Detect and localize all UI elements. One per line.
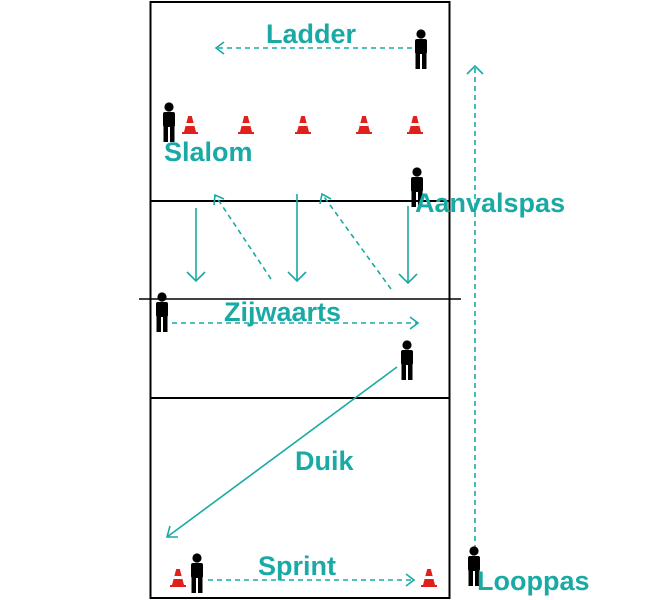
- zijwaarts-arrow: [172, 316, 420, 330]
- looppas-arrow: [466, 64, 484, 550]
- sprint-cone-start-icon: [170, 569, 186, 587]
- ladder-arrow: [214, 41, 412, 55]
- player-zijwaarts-icon: [156, 292, 168, 332]
- sprint-arrow: [208, 573, 416, 587]
- slalom-cone-icon: [356, 116, 372, 134]
- label-ladder: Ladder: [266, 19, 357, 49]
- player-sprint-icon: [191, 553, 203, 593]
- label-aanvalspas: Aanvalspas: [415, 188, 565, 218]
- label-duik: Duik: [295, 446, 354, 476]
- sprint-cone-end-icon: [421, 569, 437, 587]
- aanvalspas-arrows: [186, 192, 418, 290]
- label-sprint: Sprint: [258, 551, 336, 581]
- label-slalom: Slalom: [164, 137, 253, 167]
- label-looppas: Looppas: [477, 566, 590, 596]
- duik-arrow: [165, 366, 398, 538]
- player-ladder-icon: [415, 29, 427, 69]
- slalom-cone-icon: [182, 116, 198, 134]
- player-duik-icon: [401, 340, 413, 380]
- slalom-cone-icon: [238, 116, 254, 134]
- label-zijwaarts: Zijwaarts: [224, 297, 341, 327]
- slalom-cone-icon: [295, 116, 311, 134]
- slalom-cone-icon: [407, 116, 423, 134]
- court-outline: [149, 1, 451, 599]
